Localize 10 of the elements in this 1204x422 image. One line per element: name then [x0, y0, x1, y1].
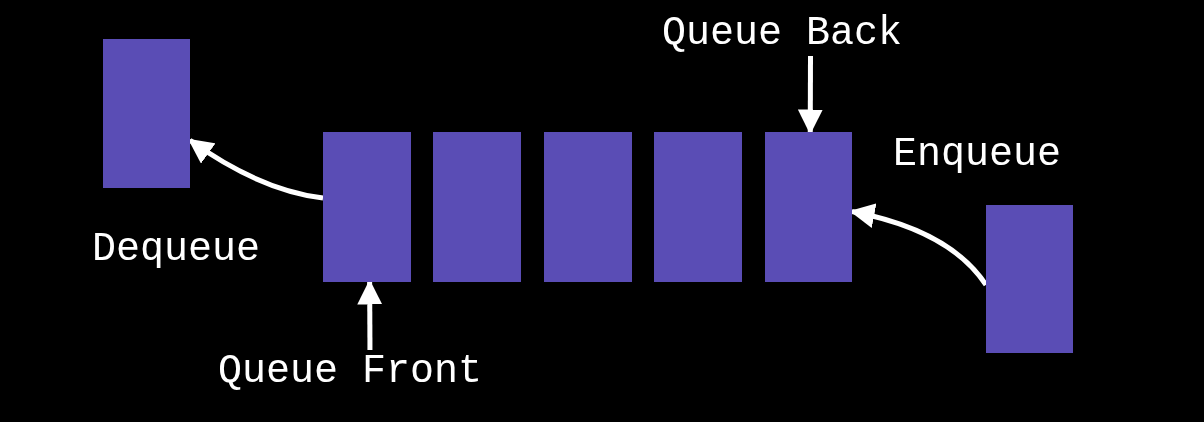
queue-item-block	[986, 205, 1073, 353]
arrow	[797, 56, 823, 135]
queue-item-block	[323, 132, 411, 282]
queue-item-block	[544, 132, 632, 282]
pointer-label: Queue Back	[662, 12, 937, 56]
queue-item-block	[654, 132, 742, 282]
queue-item-block	[103, 39, 190, 188]
pointer-label: Queue Front	[218, 350, 516, 394]
queue-item-block	[765, 132, 852, 282]
queue-item-block	[433, 132, 521, 282]
